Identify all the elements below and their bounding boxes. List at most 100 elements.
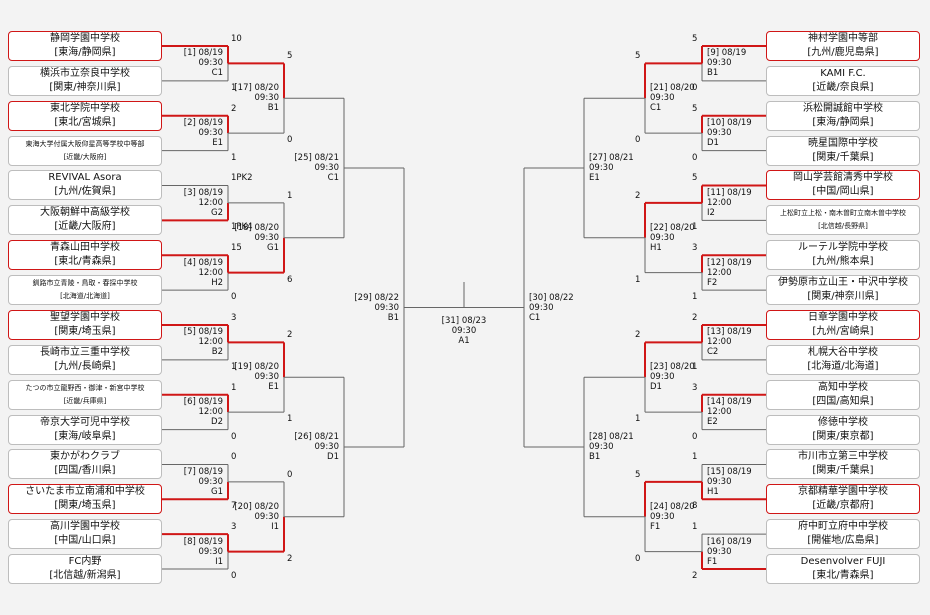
- team-box[interactable]: 帝京大学可児中学校[東海/岐阜県]: [8, 414, 162, 445]
- score-bottom: 1: [692, 292, 698, 303]
- team-box[interactable]: 浜松開誠館中学校[東海/静岡県]: [766, 100, 920, 131]
- score-bottom: 0: [635, 135, 641, 146]
- team-name: ルーテル学院中学校: [798, 242, 888, 254]
- score-top: 3: [231, 522, 237, 533]
- team-box[interactable]: 伊勢原市立山王・中沢中学校[関東/神奈川県]: [766, 275, 920, 306]
- match-info-l2: 09:30: [314, 163, 340, 174]
- match-info-l3: H1: [707, 486, 719, 497]
- score-bottom: 6: [287, 274, 293, 285]
- match-info-l2: 09:30: [707, 546, 732, 557]
- match-info-l1: [18] 08/20: [234, 222, 279, 233]
- score-top: 1PK2: [231, 173, 253, 184]
- match-info-l3: E1: [212, 138, 223, 149]
- score-top: 5: [692, 173, 698, 184]
- team-region: [九州/熊本県]: [812, 256, 874, 268]
- match-info-l2: 12:00: [198, 267, 224, 278]
- match-info-l1: [28] 08/21: [589, 432, 634, 442]
- score-top: 1: [692, 522, 698, 533]
- team-box[interactable]: REVIVAL Asora[九州/佐賀県]: [8, 170, 162, 201]
- team-box[interactable]: KAMI F.C.[近畿/奈良県]: [766, 65, 920, 96]
- team-box[interactable]: 横浜市立奈良中学校 [関東/神奈川県]: [8, 65, 162, 96]
- match-info-l2: 09:30: [374, 302, 400, 313]
- score-bottom: 1: [231, 361, 237, 372]
- team-box[interactable]: 静岡学園中学校[東海/静岡県]: [8, 31, 162, 61]
- match-info-l2: 09:30: [650, 372, 675, 383]
- team-region: [東北/宮城県]: [54, 116, 116, 128]
- score-top: 2: [287, 330, 293, 341]
- match-info-l2: 09:30: [589, 442, 614, 452]
- match-info-l3: F1: [650, 521, 661, 532]
- team-box[interactable]: 岡山学芸館清秀中学校[中国/岡山県]: [766, 170, 920, 201]
- team-box[interactable]: たつの市立龍野西・御津・新宮中学校[近畿/兵庫県]: [8, 379, 162, 410]
- team-box[interactable]: 日章学園中学校[九州/宮崎県]: [766, 309, 920, 340]
- team-box[interactable]: 東北学院中学校[東北/宮城県]: [8, 100, 162, 131]
- score-top: 3: [692, 243, 698, 254]
- score-bottom: 1: [287, 414, 293, 425]
- team-box[interactable]: Desenvolver FUJI[東北/青森県]: [766, 554, 920, 585]
- team-name: 札幌大谷中学校: [808, 346, 878, 358]
- team-region: [関東/神奈川県]: [49, 81, 121, 93]
- match-info-l1: [9] 08/19: [707, 48, 747, 59]
- team-box[interactable]: 高川学園中学校[中国/山口県]: [8, 519, 162, 550]
- team-name: 横浜市立奈良中学校: [40, 67, 130, 79]
- match-info-l3: C1: [650, 103, 662, 114]
- match-info-l2: 12:00: [198, 197, 224, 208]
- team-box[interactable]: 東海大学付属大阪仰星高等学校中等部[近畿/大阪府]: [8, 135, 162, 166]
- team-box[interactable]: ルーテル学院中学校 [九州/熊本県]: [766, 240, 920, 271]
- team-box[interactable]: 上松町立上松・南木曽町立南木曽中学校[北信越/長野県]: [766, 205, 920, 236]
- team-box[interactable]: 長崎市立三重中学校[九州/長崎県]: [8, 344, 162, 375]
- team-region: [中国/岡山県]: [812, 186, 874, 198]
- team-box[interactable]: 青森山田中学校[東北/青森県]: [8, 240, 162, 271]
- match-info-l2: 09:30: [707, 476, 732, 487]
- match-info-l1: [6] 08/19: [183, 397, 223, 408]
- match-info-l3: H1: [650, 242, 662, 253]
- score-top: 3: [231, 312, 237, 323]
- team-box[interactable]: 市川市立第三中学校[関東/千葉県]: [766, 449, 920, 480]
- team-box[interactable]: 修徳中学校[関東/東京都]: [766, 414, 920, 445]
- team-box[interactable]: FC内野[北信越/新潟県]: [8, 554, 162, 585]
- score-bottom: 1: [231, 152, 237, 163]
- team-name: たつの市立龍野西・御津・新宮中学校: [25, 383, 145, 392]
- score-bottom: 1: [635, 414, 641, 425]
- team-box[interactable]: 京都精華学園中学校[近畿/京都府]: [766, 484, 920, 515]
- match-info-l1: [22] 08/20: [650, 222, 695, 233]
- team-box[interactable]: 大阪朝鮮中高級学校[近畿/大阪府]: [8, 205, 162, 236]
- match-info-l2: 12:00: [707, 407, 732, 418]
- team-box[interactable]: さいたま市立南浦和中学校[関東/埼玉県]: [8, 484, 162, 515]
- team-box[interactable]: 札幌大谷中学校[北海道/北海道]: [766, 344, 920, 375]
- team-region: [中国/山口県]: [54, 535, 116, 547]
- final-match-info-l2: 09:30: [451, 326, 477, 336]
- match-info-l3: D1: [327, 452, 339, 462]
- match-info-l1: [2] 08/19: [183, 118, 223, 129]
- team-box[interactable]: 聖望学園中学校[関東/埼玉県]: [8, 309, 162, 340]
- match-info-l1: [4] 08/19: [183, 257, 223, 268]
- match-info-l2: 09:30: [198, 476, 224, 487]
- team-box[interactable]: 神村学園中等部[九州/鹿児島県]: [766, 31, 920, 61]
- match-info-l3: B1: [387, 312, 399, 323]
- team-region: [四国/高知県]: [812, 395, 874, 407]
- team-box[interactable]: 東かがわクラブ[四国/香川県]: [8, 449, 162, 480]
- team-region: [関東/埼玉県]: [54, 500, 116, 512]
- team-box[interactable]: 府中町立府中中学校[開催地/広島県]: [766, 519, 920, 550]
- match-info-l2: 09:30: [198, 58, 224, 69]
- score-top: 1: [231, 382, 237, 393]
- score-top: 0: [231, 452, 237, 463]
- team-name: REVIVAL Asora: [48, 172, 122, 184]
- team-box[interactable]: 暁星国際中学校[関東/千葉県]: [766, 135, 920, 166]
- team-name: 日章学園中学校: [808, 311, 878, 323]
- match-info-l3: B1: [589, 452, 601, 462]
- match-info-l2: 09:30: [650, 232, 675, 243]
- match-info-l2: 09:30: [650, 511, 675, 522]
- team-name: 東海大学付属大阪仰星高等学校中等部: [25, 139, 145, 148]
- team-box[interactable]: 高知中学校[四国/高知県]: [766, 379, 920, 410]
- score-top: 0: [287, 469, 293, 480]
- team-name: 聖望学園中学校: [50, 311, 120, 323]
- team-box[interactable]: 釧路市立青陵・鳥取・春採中学校[北海道/北海道]: [8, 275, 162, 306]
